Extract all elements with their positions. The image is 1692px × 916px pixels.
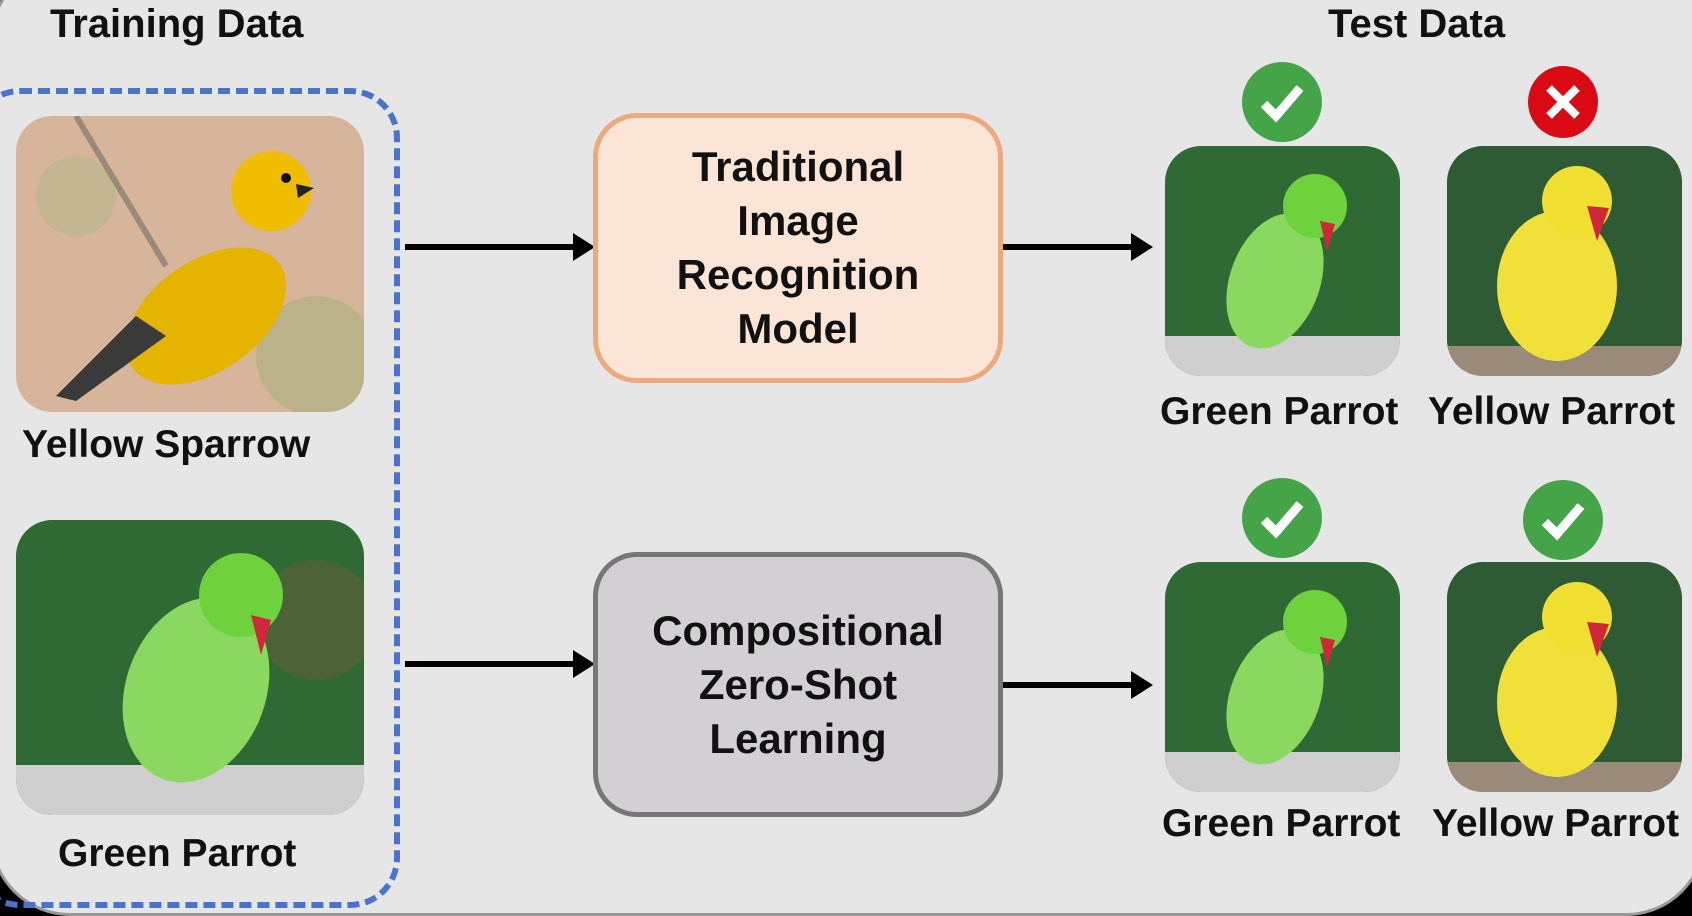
check-icon — [1242, 478, 1322, 558]
test-label-yellow-parrot: Yellow Parrot — [1432, 802, 1680, 845]
test-green-parrot-photo — [1165, 146, 1400, 376]
test-label-green-parrot: Green Parrot — [1160, 390, 1399, 433]
test-label-green-parrot: Green Parrot — [1162, 802, 1401, 845]
czsl-model-line: Compositional — [652, 606, 944, 654]
arrow-to-czsl-model — [405, 650, 595, 678]
arrow-to-traditional-model — [405, 233, 595, 261]
czsl-model-line: Learning — [709, 714, 887, 762]
traditional-model-line: Recognition — [676, 251, 920, 298]
test-data-heading: Test Data — [1328, 2, 1506, 46]
training-label-green-parrot: Green Parrot — [58, 832, 297, 875]
yellow-sparrow-photo — [16, 116, 364, 412]
traditional-model-line: Image — [737, 197, 859, 244]
cross-icon — [1528, 66, 1598, 138]
arrow-from-traditional-model — [1003, 233, 1153, 261]
test-yellow-parrot-photo — [1447, 562, 1682, 792]
arrow-from-czsl-model — [1003, 671, 1153, 699]
czsl-model-box: Compositional Zero-Shot Learning — [593, 552, 1003, 817]
czsl-model-line: Zero-Shot — [698, 660, 898, 708]
traditional-model-box: Traditional Image Recognition Model — [593, 113, 1003, 383]
training-label-yellow-sparrow: Yellow Sparrow — [22, 423, 311, 466]
check-icon — [1523, 480, 1603, 560]
traditional-model-line: Model — [737, 305, 859, 352]
test-label-yellow-parrot: Yellow Parrot — [1428, 390, 1676, 433]
training-data-heading: Training Data — [50, 2, 304, 46]
test-yellow-parrot-photo — [1447, 146, 1682, 376]
green-parrot-photo — [16, 520, 364, 815]
check-icon — [1242, 62, 1322, 142]
test-green-parrot-photo — [1165, 562, 1400, 792]
traditional-model-line: Traditional — [691, 143, 905, 190]
